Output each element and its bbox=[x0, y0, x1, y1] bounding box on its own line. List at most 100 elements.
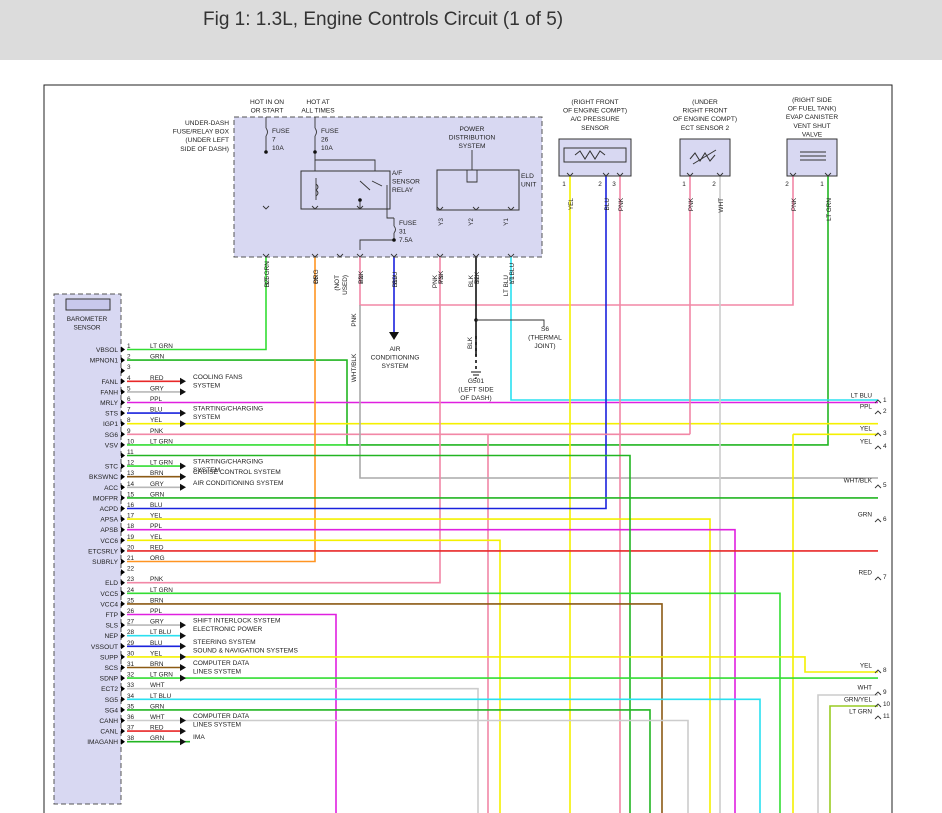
arrow-right-icon bbox=[180, 664, 186, 671]
ecm-pin bbox=[121, 494, 125, 501]
ecm-pin-number: 6 bbox=[127, 396, 131, 403]
arrow-right-icon bbox=[180, 409, 186, 417]
ecm-pin-name: IMOFPR bbox=[92, 495, 118, 502]
pin-label: Y3 bbox=[438, 276, 445, 284]
connector-pin bbox=[436, 206, 444, 211]
pin-label: B2 bbox=[358, 276, 365, 284]
connector-number: 2 bbox=[883, 408, 887, 415]
ecm-pin-number: 15 bbox=[127, 491, 135, 498]
wire-color-label: WHT/BLK bbox=[844, 478, 873, 485]
ecm-pin-name: CANL bbox=[100, 729, 118, 736]
arrow-right-icon bbox=[180, 738, 186, 746]
system-label: IMA bbox=[193, 734, 205, 741]
ecm-pin bbox=[121, 728, 125, 735]
pin-label: USED) bbox=[342, 275, 349, 295]
connector-number: 9 bbox=[883, 689, 887, 696]
sensor-caption: VENT SHUT bbox=[793, 123, 830, 130]
fuse31-feed bbox=[386, 209, 394, 219]
ecm-pin bbox=[121, 611, 125, 618]
sensor-pin-number: 2 bbox=[712, 181, 716, 188]
wire-color-label: PNK bbox=[351, 313, 358, 327]
connector-number: 8 bbox=[883, 667, 887, 674]
wire-subrly bbox=[127, 257, 316, 563]
connector-pin bbox=[716, 172, 724, 177]
ecm-pin-number: 4 bbox=[127, 375, 131, 382]
wire-conn9 bbox=[817, 694, 878, 813]
system-label: SHIFT INTERLOCK SYSTEM bbox=[193, 618, 280, 625]
connector-number: 1 bbox=[883, 397, 887, 404]
power-distribution-label: POWER bbox=[460, 126, 485, 133]
connector-pin bbox=[874, 445, 882, 450]
wire-color-label: LT GRN bbox=[150, 343, 173, 350]
wire-color-label: PPL bbox=[860, 404, 873, 411]
ecm-pin-name: ELD bbox=[105, 580, 118, 587]
wire-mpnon-g bbox=[127, 454, 631, 813]
ecm-pin-number: 31 bbox=[127, 661, 135, 668]
sensor-caption: (RIGHT FRONT bbox=[571, 99, 618, 106]
connector-pin bbox=[874, 432, 882, 437]
splice-dot bbox=[392, 238, 396, 242]
system-label: STARTING/CHARGING bbox=[193, 459, 263, 466]
sensor-caption: (RIGHT SIDE bbox=[792, 97, 832, 104]
connector-pin bbox=[789, 172, 797, 177]
arrow-down-icon bbox=[389, 332, 399, 340]
ecm-pin-number: 37 bbox=[127, 725, 135, 732]
wire-color-label: RED bbox=[150, 725, 164, 732]
connector-pin bbox=[602, 172, 610, 177]
sensor-caption: SENSOR bbox=[581, 125, 609, 132]
connector-pin bbox=[436, 253, 444, 258]
wire-color-label: LT BLU bbox=[150, 629, 171, 636]
system-label: COMPUTER DATA bbox=[193, 713, 250, 720]
wire-vbsol bbox=[127, 257, 267, 351]
connector-pin bbox=[472, 253, 480, 258]
sensor-caption: OF FUEL TANK) bbox=[788, 106, 837, 113]
ecm-pin-number: 3 bbox=[127, 364, 131, 371]
af-sensor-relay bbox=[300, 170, 391, 210]
thermistor-symbol bbox=[689, 149, 717, 165]
fusebox-caption: FUSE/RELAY BOX bbox=[173, 129, 230, 136]
ecm-box bbox=[53, 293, 122, 805]
system-label: COMPUTER DATA bbox=[193, 660, 250, 667]
pressure-element bbox=[563, 147, 627, 163]
wire-color-label: GRN bbox=[150, 354, 165, 361]
connector-pin bbox=[874, 691, 882, 696]
fuse31-label: FUSE bbox=[399, 220, 417, 227]
wire-color-label: GRN bbox=[150, 703, 165, 710]
pin-label: B19 bbox=[392, 276, 399, 288]
connector-number: 10 bbox=[883, 701, 891, 708]
wire-color-label: PPL bbox=[150, 396, 163, 403]
wire-sg5 bbox=[127, 698, 761, 813]
ecm-pin bbox=[121, 346, 125, 353]
ecm-pin bbox=[121, 399, 125, 406]
ecm-pin-number: 11 bbox=[127, 449, 134, 456]
ecm-pin bbox=[121, 410, 125, 417]
barometer-label: BAROMETER bbox=[67, 316, 108, 323]
sensor-caption: EVAP CANISTER bbox=[786, 114, 838, 121]
wire-color-label: GRY bbox=[150, 385, 164, 392]
air-conditioning-label: SYSTEM bbox=[381, 363, 408, 370]
wire-color-label: WHT bbox=[150, 714, 165, 721]
connector-pin bbox=[390, 253, 398, 258]
wire-color-label: GRN bbox=[150, 735, 165, 742]
connector-pin bbox=[874, 518, 882, 523]
wire-color-label: ORG bbox=[313, 269, 320, 284]
sensor-caption: RIGHT FRONT bbox=[683, 108, 728, 115]
wire-color-label: YEL bbox=[150, 534, 163, 541]
wire-ect2 bbox=[127, 687, 479, 813]
ecm-pin-name: BKSWNC bbox=[89, 474, 118, 481]
ecm-pin-name: SUPP bbox=[100, 654, 119, 661]
wire-eld bbox=[127, 257, 441, 584]
arrow-right-icon bbox=[180, 377, 186, 385]
air-conditioning-label: AIR bbox=[390, 346, 401, 353]
arrow-right-icon bbox=[180, 473, 186, 481]
ecm-pin-name: NEP bbox=[104, 633, 118, 640]
ecm-pin-number: 35 bbox=[127, 703, 135, 710]
wire-color-label: RED bbox=[150, 544, 164, 551]
fuse7-element bbox=[265, 127, 268, 137]
sensor-caption: VALVE bbox=[802, 131, 823, 138]
figure-header: Fig 1: 1.3L, Engine Controls Circuit (1 … bbox=[0, 0, 942, 60]
ecm-pin-number: 8 bbox=[127, 417, 131, 424]
connector-pin bbox=[874, 669, 882, 674]
wire-color-label: LT GRN bbox=[150, 672, 173, 679]
